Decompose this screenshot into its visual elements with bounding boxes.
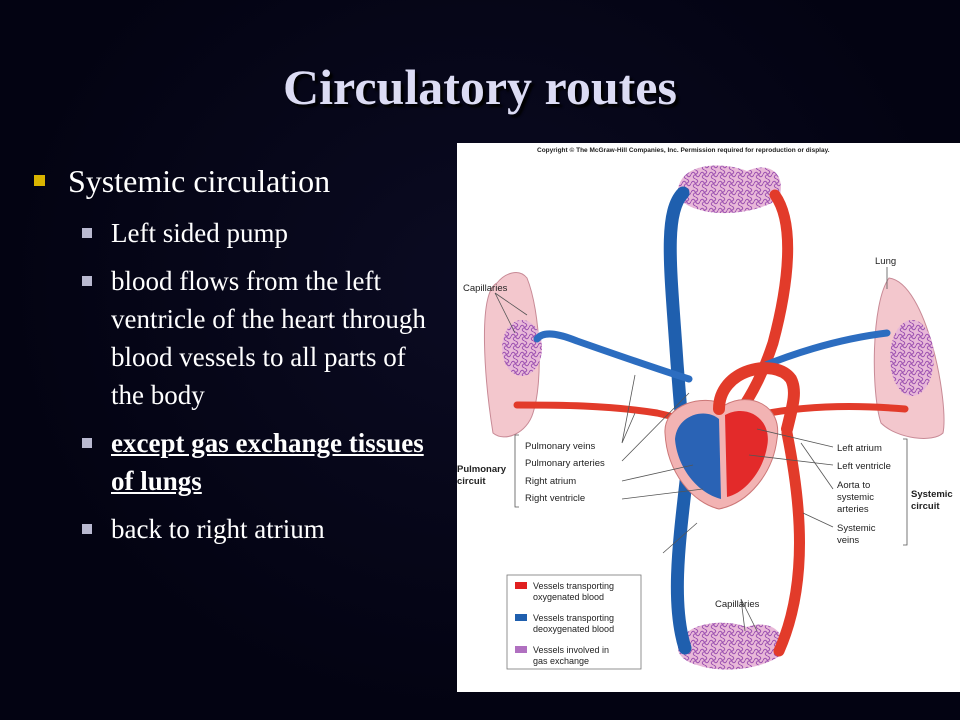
bottom-capillary-bed (677, 622, 783, 670)
label-capillaries-bottom: Capillaries (715, 599, 760, 610)
circulation-diagram-svg: Copyright © The McGraw-Hill Companies, I… (457, 146, 953, 670)
bullet-text: Systemic circulation (68, 163, 331, 199)
label-aorta-line3: arteries (837, 504, 869, 515)
sub-bullet-text: back to right atrium (111, 514, 325, 544)
legend-gas-exchange-swatch (515, 646, 527, 653)
sub-bullet-square-icon (82, 524, 92, 534)
leader-lines (494, 267, 888, 632)
sub-bullet-text: except gas exchange tissues of lungs (111, 428, 424, 496)
right-lung-capillaries (890, 320, 934, 396)
label-pulmonary-circuit-line2: circuit (457, 476, 486, 487)
systemic-vein-lower (670, 466, 694, 655)
label-systemic-veins-line1: Systemic (837, 523, 876, 534)
label-right-atrium: Right atrium (525, 476, 576, 487)
sub-bullet-text: Left sided pump (111, 218, 288, 248)
label-pulmonary-arteries: Pulmonary arteries (525, 458, 605, 469)
pulmonary-artery-left (533, 330, 693, 383)
bullet-systemic-circulation: Systemic circulation (34, 162, 434, 200)
legend-deoxygenated-line2: deoxygenated blood (533, 624, 614, 634)
legend-deoxygenated-swatch (515, 614, 527, 621)
pulmonary-circuit-bracket (514, 434, 519, 508)
legend-oxygenated-line2: oxygenated blood (533, 592, 604, 602)
label-systemic-circuit-line2: circuit (911, 501, 940, 512)
legend-oxygenated-line1: Vessels transporting (533, 581, 614, 591)
legend-gas-exchange-line2: gas exchange (533, 656, 589, 666)
label-pulmonary-veins: Pulmonary veins (525, 441, 595, 452)
label-pulmonary-circuit-line1: Pulmonary (457, 464, 507, 475)
legend: Vessels transporting oxygenated blood Ve… (506, 574, 642, 670)
circulation-diagram: Copyright © The McGraw-Hill Companies, I… (457, 143, 960, 692)
bullet-square-icon (34, 175, 45, 186)
label-systemic-circuit-line1: Systemic (911, 489, 953, 500)
slide-title: Circulatory routes (283, 59, 677, 115)
aorta-upper (733, 189, 794, 419)
label-aorta-line2: systemic (837, 492, 874, 503)
label-left-atrium: Left atrium (837, 443, 882, 454)
legend-deoxygenated-line1: Vessels transporting (533, 613, 614, 623)
sub-bullet-square-icon (82, 276, 92, 286)
systemic-circuit-bracket (903, 438, 908, 546)
top-capillary-bed (677, 165, 781, 214)
sub-bullet-square-icon (82, 438, 92, 448)
heart-right-side (675, 413, 721, 499)
sub-bullet-left-sided-pump: Left sided pump (82, 214, 434, 252)
bullet-list: Systemic circulation Left sided pump blo… (34, 162, 434, 558)
label-systemic-veins-line2: veins (837, 535, 859, 546)
label-capillaries-top: Capillaries (463, 283, 508, 294)
aorta-lower (773, 427, 805, 657)
sub-bullet-square-icon (82, 228, 92, 238)
legend-oxygenated-swatch (515, 582, 527, 589)
heart-left-side (725, 410, 768, 497)
aortic-arch (713, 362, 800, 435)
copyright-text: Copyright © The McGraw-Hill Companies, I… (537, 146, 830, 154)
label-left-ventricle: Left ventricle (837, 461, 891, 472)
label-right-ventricle: Right ventricle (525, 493, 585, 504)
pulmonary-vein-right (755, 403, 909, 419)
legend-gas-exchange-line1: Vessels involved in (533, 645, 609, 655)
sub-bullet-blood-flows: blood flows from the left ventricle of t… (82, 262, 434, 414)
sub-bullet-back-to-right-atrium: back to right atrium (82, 510, 434, 548)
sub-bullet-except-gas-exchange: except gas exchange tissues of lungs (82, 424, 434, 500)
sub-bullet-text: blood flows from the left ventricle of t… (111, 266, 426, 410)
label-lung: Lung (875, 256, 896, 267)
left-lung-capillaries (502, 320, 542, 376)
label-aorta-line1: Aorta to (837, 480, 870, 491)
